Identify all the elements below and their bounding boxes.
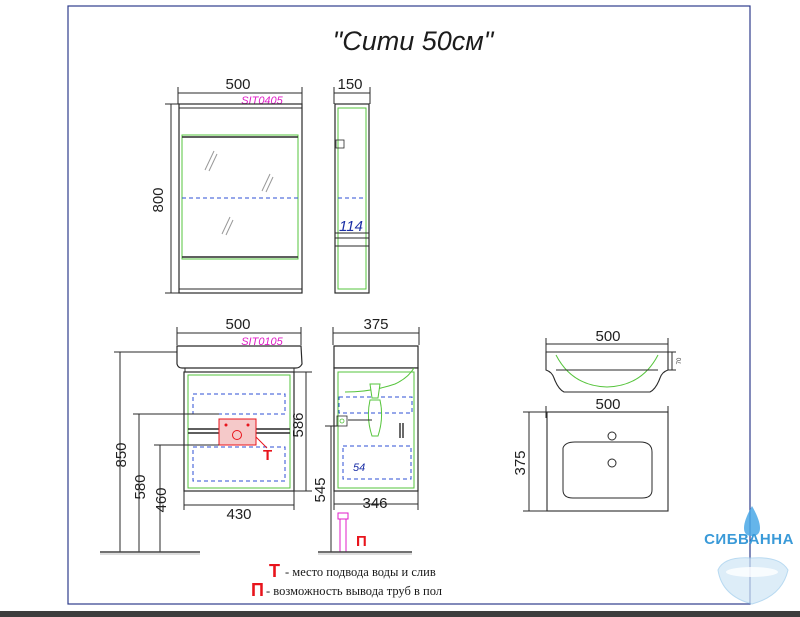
mirror-width-dimension: 500: [225, 76, 250, 93]
legend-t-letter: Т: [269, 561, 280, 581]
sink-front-view: 500 70: [545, 328, 683, 393]
cabinet-depth-dimension: 375: [363, 316, 388, 333]
body-floor-height-dimension: 460: [153, 487, 170, 512]
drawer-gap-dimension: 54: [353, 462, 365, 474]
mirror-height-dimension: 800: [150, 187, 167, 212]
brand-watermark: СИБВАННА: [704, 506, 794, 605]
cabinet-side-view: 375 54 346 545 П: [312, 316, 420, 555]
cabinet-inner-width-dimension: 430: [226, 506, 251, 523]
total-height-dimension: 850: [113, 442, 130, 467]
drawing-frame: [67, 5, 751, 605]
sink-top-width-dimension: 500: [595, 396, 620, 413]
sink-depth-dimension: 375: [512, 450, 529, 475]
legend-p-text: - возможность вывода труб в пол: [266, 584, 442, 598]
bathtub-logo-icon: [717, 557, 789, 605]
sink-front-width-dimension: 500: [595, 328, 620, 345]
mirror-front-view: 500 SIT0405 800: [150, 76, 303, 294]
cabinet-inner-depth-dimension: 346: [362, 495, 387, 512]
mirror-depth-dimension: 150: [337, 76, 362, 93]
cabinet-article-code: SIT0105: [241, 336, 283, 348]
mirror-shelf-dimension: 114: [339, 218, 363, 235]
bottom-edge-strip: [0, 611, 800, 617]
counter-height-dimension: 580: [132, 474, 149, 499]
legend: Т - место подвода воды и слив П - возмож…: [251, 561, 442, 600]
drawing-title: "Сити 50см": [333, 26, 495, 56]
water-drop-icon: [744, 506, 760, 536]
cabinet-width-dimension: 500: [225, 316, 250, 333]
sink-thickness-dimension: 70: [677, 357, 683, 364]
water-connection-marker: Т: [263, 447, 272, 464]
legend-p-letter: П: [251, 580, 264, 600]
cabinet-body-height-dimension: 586: [290, 412, 307, 437]
cabinet-front-view: 500 SIT0105 Т 430 586 850: [100, 316, 312, 555]
sink-top-view: 500 375: [512, 396, 669, 512]
floor-pipe-marker: П: [356, 533, 367, 550]
legend-t-text: - место подвода воды и слив: [285, 565, 436, 579]
water-connection-zone: [218, 418, 257, 446]
brand-name: СИБВАННА: [704, 531, 794, 548]
outlet-height-dimension: 545: [312, 477, 329, 502]
mirror-side-view: 150 114: [333, 76, 371, 294]
